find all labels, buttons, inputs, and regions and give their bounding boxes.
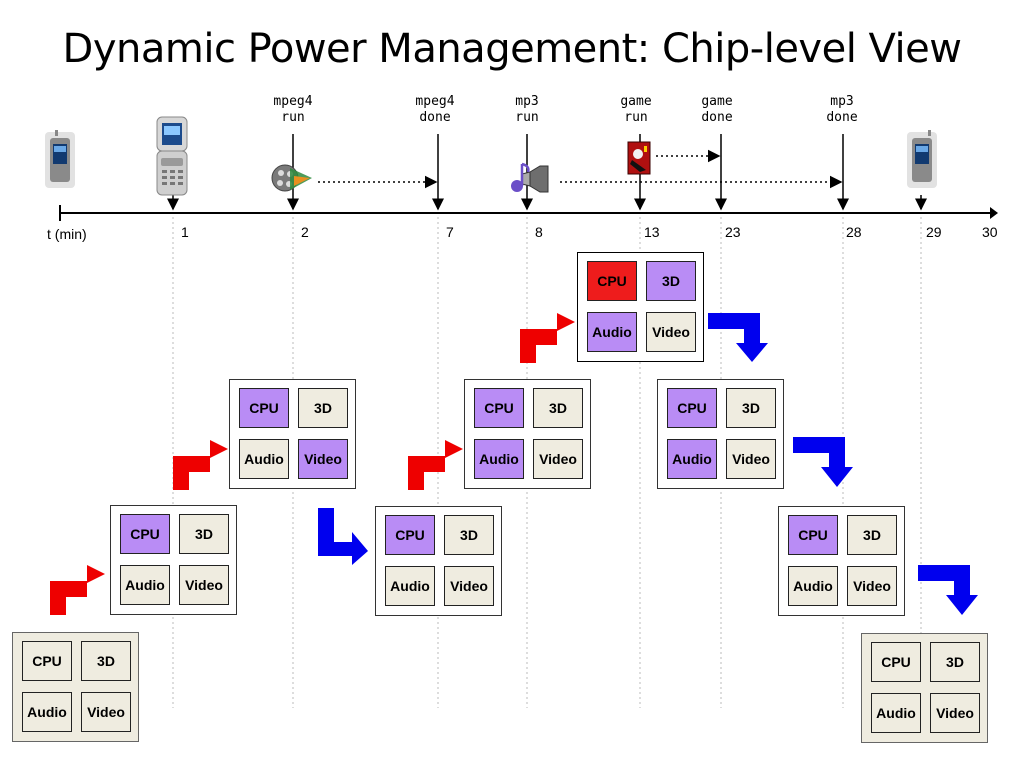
power-down-arrow-2	[708, 313, 768, 362]
chip-unit-audio: Audio	[474, 439, 524, 479]
tick-label: 7	[446, 224, 454, 240]
power-up-arrow-2	[173, 440, 228, 490]
audio-media-icon	[511, 162, 549, 193]
chip-unit-audio: Audio	[239, 439, 289, 479]
chip-unit-3d: 3D	[646, 261, 696, 301]
chip-unit-audio: Audio	[385, 566, 435, 606]
power-down-arrows	[318, 313, 978, 615]
chip-unit-audio: Audio	[788, 566, 838, 606]
tick-label: 28	[846, 224, 862, 240]
power-up-arrows	[50, 313, 575, 615]
chip-unit-cpu: CPU	[239, 388, 289, 428]
chip-unit-cpu: CPU	[22, 641, 72, 681]
chip-unit-video: Video	[81, 692, 131, 732]
chip-unit-video: Video	[646, 312, 696, 352]
chip-unit-video: Video	[930, 693, 980, 733]
tick-label: 13	[644, 224, 660, 240]
power-down-arrow-4	[918, 565, 978, 615]
chip-unit-cpu: CPU	[587, 261, 637, 301]
power-up-arrow-1	[50, 565, 105, 615]
chip-unit-3d: 3D	[533, 388, 583, 428]
chip-unit-audio: Audio	[871, 693, 921, 733]
power-up-arrow-3	[408, 440, 463, 490]
time-axis-label: t (min)	[47, 226, 87, 242]
chip-unit-3d: 3D	[179, 514, 229, 554]
page-title: Dynamic Power Management: Chip-level Vie…	[62, 26, 962, 72]
tick-label: 8	[535, 224, 543, 240]
time-axis-arrowhead	[990, 207, 998, 219]
chip-unit-video: Video	[726, 439, 776, 479]
power-down-arrow-1	[318, 508, 368, 565]
chip-unit-cpu: CPU	[474, 388, 524, 428]
tick-label: 23	[725, 224, 741, 240]
chip-unit-video: Video	[533, 439, 583, 479]
chip-unit-audio: Audio	[667, 439, 717, 479]
chip-unit-3d: 3D	[81, 641, 131, 681]
chip-unit-cpu: CPU	[667, 388, 717, 428]
tick-label: 1	[181, 224, 189, 240]
chip-unit-cpu: CPU	[788, 515, 838, 555]
phone-open-icon	[156, 116, 188, 196]
chip-unit-3d: 3D	[930, 642, 980, 682]
chip-unit-video: Video	[298, 439, 348, 479]
chip-unit-cpu: CPU	[385, 515, 435, 555]
power-up-arrow-4	[520, 313, 575, 363]
chip-unit-cpu: CPU	[871, 642, 921, 682]
chip-unit-video: Video	[179, 565, 229, 605]
chip-unit-audio: Audio	[587, 312, 637, 352]
chip-unit-video: Video	[444, 566, 494, 606]
game-icon	[627, 141, 651, 175]
tick-label: 29	[926, 224, 942, 240]
chip-unit-video: Video	[847, 566, 897, 606]
chip-unit-audio: Audio	[120, 565, 170, 605]
chip-unit-3d: 3D	[298, 388, 348, 428]
power-down-arrow-3	[793, 437, 853, 487]
tick-label: 30	[982, 224, 998, 240]
tick-label: 2	[301, 224, 309, 240]
chip-unit-3d: 3D	[847, 515, 897, 555]
chip-unit-3d: 3D	[444, 515, 494, 555]
duration-arrows	[318, 149, 843, 189]
chip-unit-3d: 3D	[726, 388, 776, 428]
chip-unit-audio: Audio	[22, 692, 72, 732]
phone-closed-icon-right	[907, 130, 937, 188]
chip-unit-cpu: CPU	[120, 514, 170, 554]
video-media-icon	[271, 164, 312, 192]
phone-closed-icon	[45, 130, 75, 188]
